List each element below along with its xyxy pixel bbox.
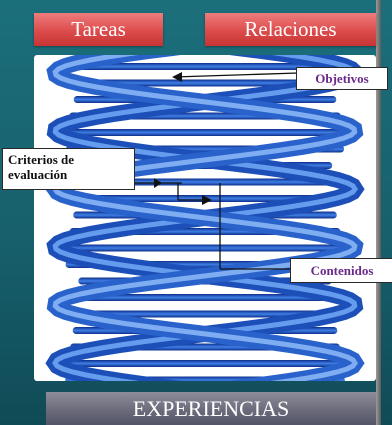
dna-helix-illustration (45, 55, 365, 381)
footer-experiencias: EXPERIENCIAS (46, 392, 376, 425)
scrollbar[interactable] (376, 0, 381, 425)
helix-rung (60, 129, 350, 136)
helix-rung (60, 310, 350, 318)
tab-relaciones[interactable]: Relaciones (205, 13, 376, 46)
helix-strands (45, 55, 365, 381)
tab-tareas[interactable]: Tareas (34, 13, 163, 46)
helix-rung (60, 360, 350, 367)
helix-rung (62, 63, 348, 70)
helix-rung (63, 294, 347, 301)
helix-strand-highlight (51, 55, 359, 381)
helix-rung (60, 244, 350, 252)
label-contenidos: Contenidos (290, 258, 392, 283)
pointer-arrows (135, 72, 299, 270)
label-criterios-evaluacion: Criterios de evaluación (2, 148, 135, 190)
dna-helix-panel (34, 55, 376, 381)
label-objetivos: Objetivos (296, 67, 388, 90)
